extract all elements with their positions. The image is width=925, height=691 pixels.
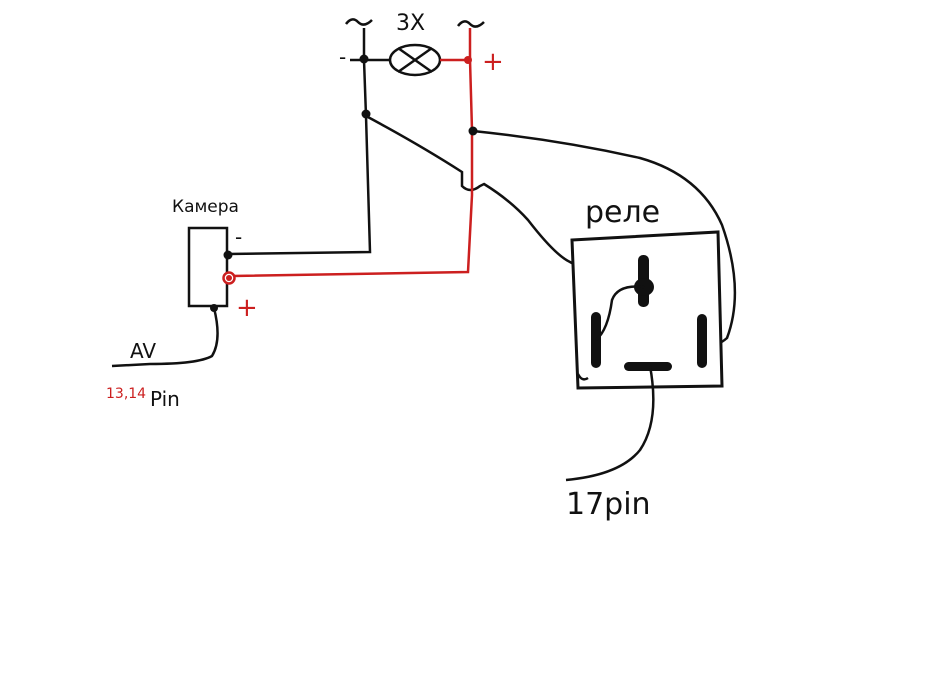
av-label: AV [130,339,156,363]
camera-box [187,226,229,308]
relay-label: реле [585,195,660,230]
av-pins-number: 13,14 [106,386,146,402]
lamp-icon [388,43,442,77]
wire-black-relay-right [472,129,737,350]
camera-plus-sign: + [236,293,258,323]
lamp-label: 3X [396,11,425,36]
camera-plus-terminal-center [226,275,232,281]
top-minus-sign: - [339,45,346,69]
wire-red-camera-plus [231,59,474,278]
connector-right-icon [457,20,485,28]
wire-av [111,307,219,368]
relay-internal-wire-bottom-left [576,373,589,381]
relay-contact-bottom [624,362,672,371]
relay-contact-right [697,314,707,368]
camera-minus-terminal [223,250,233,260]
relay-pin-label: 17pin [566,487,651,522]
junction-dot [359,54,369,64]
relay-box [570,230,724,390]
relay-internal-wire-left [595,285,645,341]
wire-17pin [565,365,655,482]
av-pins-label: Pin [150,387,180,411]
connector-left-icon [345,18,373,26]
wire-black-camera-minus [227,59,372,256]
camera-label: Камера [172,197,239,217]
camera-minus-sign: - [235,225,242,249]
top-plus-sign: + [482,47,504,77]
